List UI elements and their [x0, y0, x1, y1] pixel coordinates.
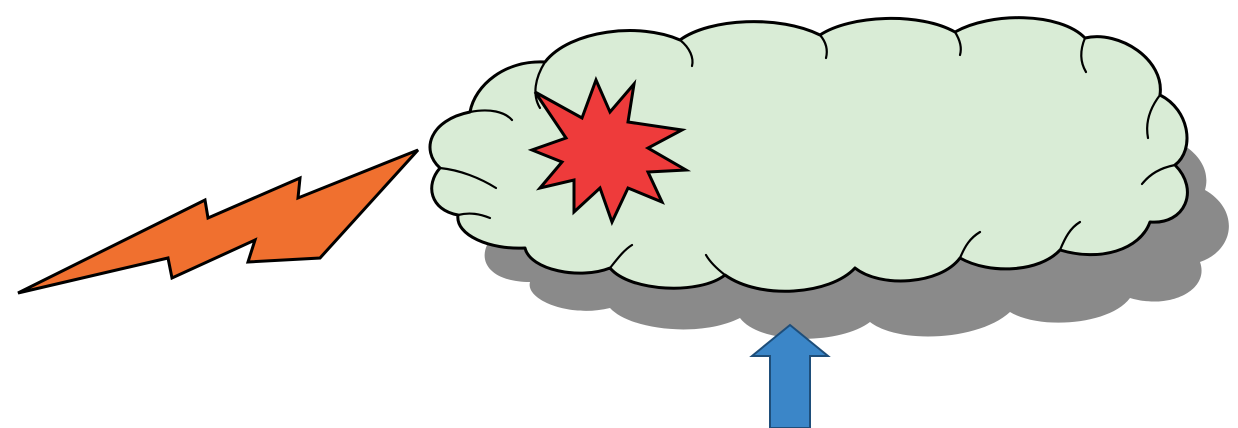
up-arrow-icon	[752, 325, 828, 428]
lightning-bolt-icon	[18, 150, 418, 293]
